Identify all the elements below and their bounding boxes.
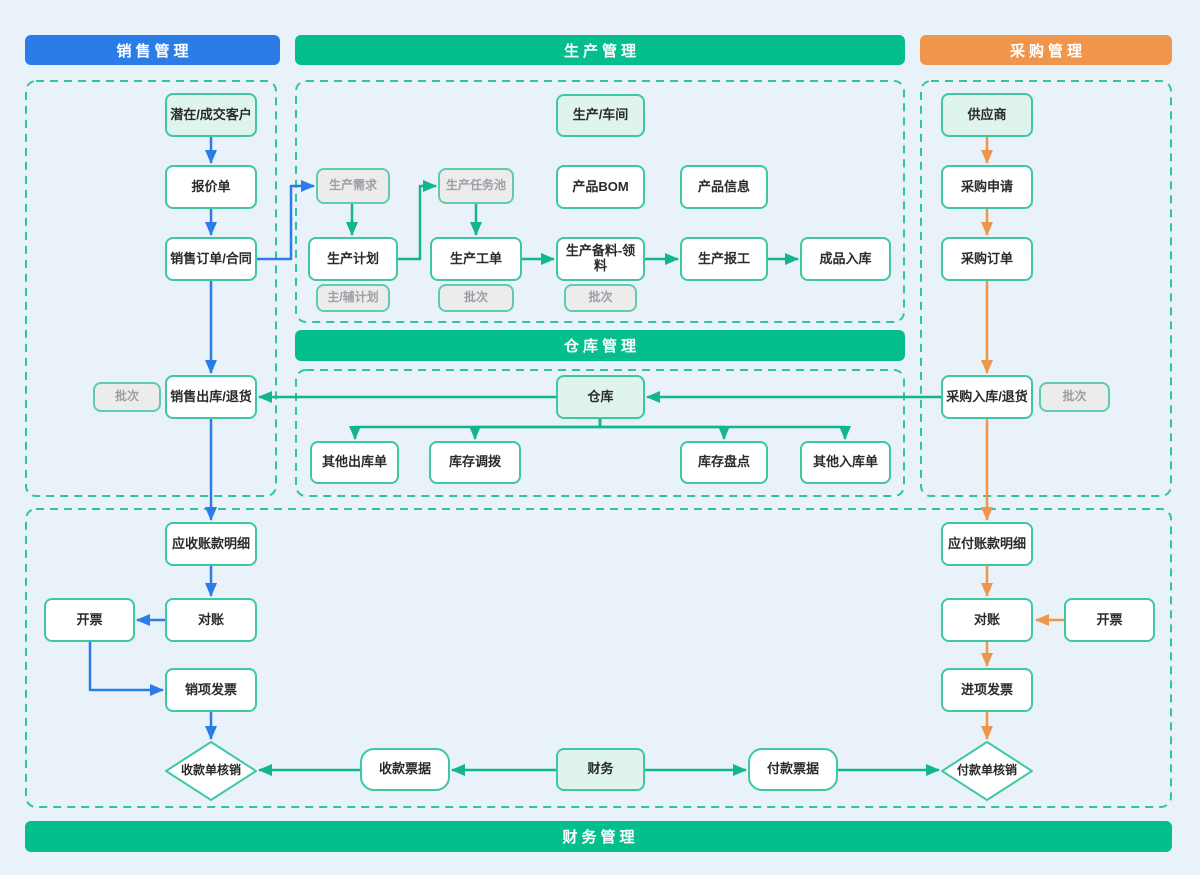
warehouse-node: 仓库 [556, 375, 645, 419]
sales-area-container [25, 80, 277, 497]
sales-outbound-node: 销售出库/退货 [165, 375, 257, 419]
customer-node: 潜在/成交客户 [165, 93, 257, 137]
main-aux-plan-node: 主/辅计划 [316, 284, 390, 312]
invoicing-ap-node: 开票 [1064, 598, 1155, 642]
purchase-order-node: 采购订单 [941, 237, 1033, 281]
edge-prod-plan-to-prod-task-pool [398, 180, 437, 261]
prod-task-pool-node: 生产任务池 [438, 168, 514, 204]
sales-order-node: 销售订单/合同 [165, 237, 257, 281]
receipt-writeoff-label: 收款单核销 [180, 763, 241, 778]
stock-count-node: 库存盘点 [680, 441, 768, 484]
quotation-node: 报价单 [165, 165, 257, 209]
prod-plan-node: 生产计划 [308, 237, 398, 281]
production-area-container [295, 80, 905, 323]
supplier-node: 供应商 [941, 93, 1033, 137]
edge-warehouse-to-stock-count [598, 419, 730, 440]
product-bom-node: 产品BOM [556, 165, 645, 209]
receipt-note-node: 收款票据 [360, 748, 450, 791]
prod-report-node: 生产报工 [680, 237, 768, 281]
prod-material-node: 生产备料-领料 [556, 237, 645, 281]
workshop-node: 生产/车间 [556, 94, 645, 137]
reconcile-ap-node: 对账 [941, 598, 1033, 642]
finance-node: 财务 [556, 748, 645, 791]
invoicing-ar-node: 开票 [44, 598, 135, 642]
sales-invoice-node: 销项发票 [165, 668, 257, 712]
section-bar-procurement: 采购管理 [920, 35, 1172, 65]
section-bar-finance: 财务管理 [25, 821, 1172, 852]
edge-warehouse-to-other-inbound [598, 419, 851, 440]
batch-material-node: 批次 [564, 284, 637, 312]
warehouse-area-container [295, 369, 905, 497]
section-bar-production: 生产管理 [295, 35, 905, 65]
edge-sales-order-to-prod-demand [257, 180, 315, 261]
edge-warehouse-to-stock-transfer [469, 419, 602, 440]
other-outbound-node: 其他出库单 [310, 441, 399, 484]
edge-invoicing-ar-to-sales-invoice [88, 642, 164, 696]
receipt-writeoff-node: 收款单核销 [165, 741, 257, 801]
section-bar-warehouse: 仓库管理 [295, 330, 905, 361]
finance-area-container [25, 508, 1172, 808]
procurement-area-container [920, 80, 1172, 497]
prod-workorder-node: 生产工单 [430, 237, 522, 281]
other-inbound-node: 其他入库单 [800, 441, 891, 484]
ar-detail-node: 应收账款明细 [165, 522, 257, 566]
stock-transfer-node: 库存调拨 [429, 441, 521, 484]
payment-note-node: 付款票据 [748, 748, 838, 791]
payment-writeoff-node: 付款单核销 [941, 741, 1033, 801]
product-info-node: 产品信息 [680, 165, 768, 209]
section-bar-sales: 销售管理 [25, 35, 280, 65]
purchase-request-node: 采购申请 [941, 165, 1033, 209]
purchase-invoice-node: 进项发票 [941, 668, 1033, 712]
reconcile-ar-node: 对账 [165, 598, 257, 642]
prod-demand-node: 生产需求 [316, 168, 390, 204]
payment-writeoff-label: 付款单核销 [956, 763, 1017, 778]
batch-workorder-node: 批次 [438, 284, 514, 312]
finished-inbound-node: 成品入库 [800, 237, 891, 281]
purchase-inbound-node: 采购入库/退货 [941, 375, 1033, 419]
batch-purchase-inbound-node: 批次 [1039, 382, 1110, 412]
ap-detail-node: 应付账款明细 [941, 522, 1033, 566]
batch-sales-outbound-node: 批次 [93, 382, 161, 412]
edge-warehouse-to-other-outbound [349, 419, 602, 440]
